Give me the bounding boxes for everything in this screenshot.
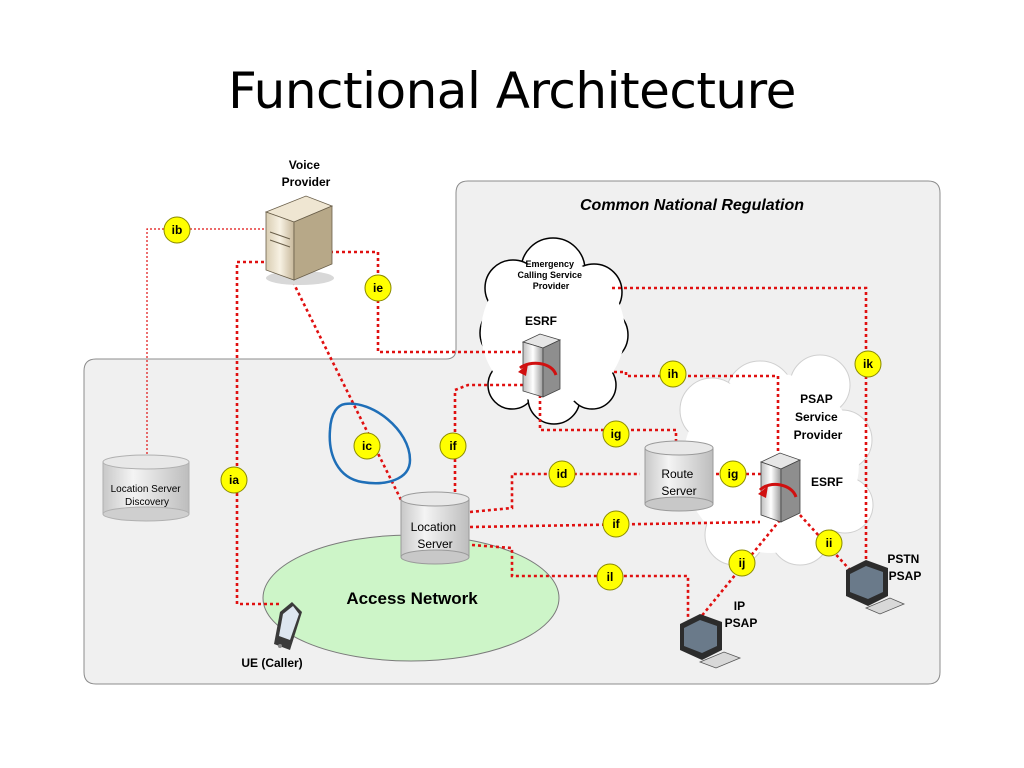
interface-badge-id: id [548, 460, 576, 488]
pstn-psap-label: PSTN PSAP [887, 552, 922, 583]
access-network-label: Access Network [346, 589, 478, 608]
pstn-psap-computer-icon [846, 560, 906, 615]
interface-badge-ij: ij [728, 549, 756, 577]
lsd-label: Location Server Discovery [111, 484, 184, 508]
esrf-top-label: ESRF [525, 314, 557, 328]
voice-provider-server-icon [264, 195, 334, 285]
page-title: Functional Architecture [228, 62, 796, 120]
interface-badge-ic: ic [353, 432, 381, 460]
svg-text:ia: ia [229, 473, 239, 487]
interface-badge-ib: ib [163, 216, 191, 244]
lsd-icon [102, 454, 190, 522]
interface-badge-ia: ia [220, 466, 248, 494]
svg-text:il: il [607, 570, 614, 584]
route-server-icon [644, 440, 714, 512]
esrf-psap-label: ESRF [811, 475, 843, 489]
interface-badge-ie: ie [364, 274, 392, 302]
ip-psap-computer-icon [680, 614, 742, 669]
interface-badge-ih: ih [659, 360, 687, 388]
interface-badge-ii: ii [815, 529, 843, 557]
national-region-label: Common National Regulation [580, 197, 804, 214]
ic-outline [328, 402, 412, 485]
svg-text:ig: ig [728, 467, 739, 481]
svg-text:id: id [557, 467, 568, 481]
ue-label: UE (Caller) [241, 656, 302, 670]
svg-text:if: if [612, 517, 620, 531]
interface-badge-ik: ik [854, 350, 882, 378]
svg-text:ih: ih [668, 367, 679, 381]
svg-text:ic: ic [362, 439, 372, 453]
esrf-top-server-icon [518, 333, 562, 398]
svg-text:if: if [449, 439, 457, 453]
svg-text:ie: ie [373, 281, 383, 295]
interface-badge-if-bottom: if [602, 510, 630, 538]
location-server-label: Location Server [411, 520, 460, 551]
psap-sp-label: PSAP Service Provider [794, 392, 843, 442]
interface-badge-il: il [596, 563, 624, 591]
svg-text:ig: ig [611, 427, 622, 441]
interface-badge-ig-top: ig [602, 420, 630, 448]
location-server-icon [400, 491, 470, 565]
ecsp-label: Emergency Calling Service Provider [517, 259, 584, 291]
svg-text:ib: ib [172, 223, 183, 237]
svg-text:ik: ik [863, 357, 873, 371]
route-server-label: Route Server [661, 467, 696, 498]
interface-badge-if-top: if [439, 432, 467, 460]
voice-provider-label: Voice Provider [282, 158, 331, 189]
svg-text:ii: ii [826, 536, 833, 550]
interface-badge-ig-right: ig [719, 460, 747, 488]
svg-text:ij: ij [739, 556, 746, 570]
ip-psap-label: IP PSAP [725, 599, 758, 630]
ue-phone-icon [274, 602, 302, 650]
esrf-psap-server-icon [758, 452, 802, 523]
